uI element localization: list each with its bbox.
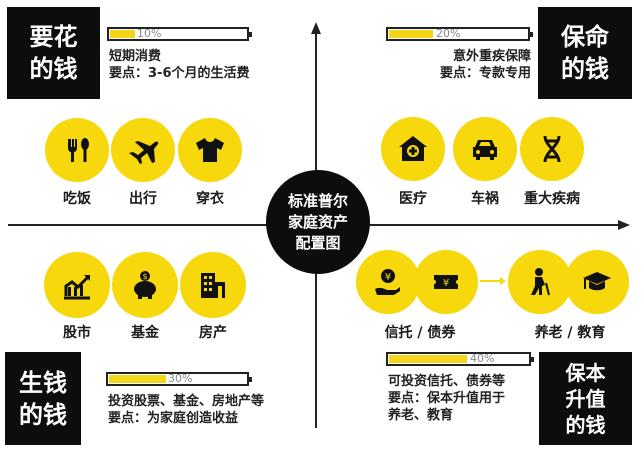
progress-fill xyxy=(109,375,166,383)
item-label: 信托 / 债券 xyxy=(384,325,456,341)
progress-fill xyxy=(110,30,135,38)
dna-icon xyxy=(520,117,584,181)
item-label: 出行 xyxy=(129,191,157,207)
title-line: 配置图 xyxy=(295,233,341,252)
fork-spoon-icon xyxy=(45,118,109,182)
progress-fill xyxy=(389,355,467,363)
elderly-icon xyxy=(508,250,572,314)
description: 投资股票、基金、房地产等 要点：为家庭创造收益 xyxy=(108,393,264,427)
box-label: 的钱 xyxy=(29,55,78,83)
item-label: 吃饭 xyxy=(63,191,91,207)
preserve-value-money-box: 保本升值的钱 xyxy=(539,352,632,445)
item-label: 车祸 xyxy=(471,191,499,207)
box-label: 要花 xyxy=(29,23,78,51)
yen-ticket-icon: ¥ xyxy=(414,250,478,314)
progress-bar-20: 20% xyxy=(386,27,533,41)
description: 短期消费 要点：3-6个月的生活费 xyxy=(109,48,250,82)
percent-label: 40% xyxy=(470,352,495,365)
box-label: 的钱 xyxy=(19,400,67,429)
description: 意外重疾保障 要点：专款专用 xyxy=(440,48,531,82)
description: 可投资信托、债券等 要点：保本升值用于 养老、教育 xyxy=(388,373,505,424)
title-line: 标准普尔 xyxy=(287,191,348,210)
progress-fill xyxy=(389,30,433,38)
item-label: 基金 xyxy=(131,325,159,341)
box-label: 生钱 xyxy=(19,368,67,397)
car-icon xyxy=(453,117,517,181)
spending-money-box: 要花的钱 xyxy=(7,7,100,99)
svg-text:¥: ¥ xyxy=(385,272,391,283)
yen-hand-icon: ¥ xyxy=(356,250,420,314)
box-label: 保命 xyxy=(561,23,609,51)
box-label: 保本 xyxy=(565,360,606,385)
growth-money-box: 生钱的钱 xyxy=(5,352,81,445)
desc-line: 可投资信托、债券等 xyxy=(388,374,506,389)
desc-line: 要点：为家庭创造收益 xyxy=(108,411,239,426)
item-label: 股市 xyxy=(63,325,91,341)
percent-label: 10% xyxy=(137,27,162,40)
progress-bar-10: 10% xyxy=(107,27,252,41)
progress-bar-40: 40% xyxy=(386,352,534,366)
title-line: 家庭资产 xyxy=(287,212,348,231)
graduation-cap-icon xyxy=(565,250,629,314)
item-label: 穿衣 xyxy=(196,191,224,207)
right-arrow-icon xyxy=(618,220,630,230)
item-label: 房产 xyxy=(199,325,227,341)
svg-text:¥: ¥ xyxy=(443,278,449,289)
desc-line: 投资股票、基金、房地产等 xyxy=(108,394,265,409)
box-label: 的钱 xyxy=(561,55,609,83)
protection-money-box: 保命的钱 xyxy=(538,7,632,99)
percent-label: 30% xyxy=(168,372,193,385)
shirt-icon xyxy=(178,118,242,182)
item-label: 重大疾病 xyxy=(524,191,580,207)
item-label: 养老 / 教育 xyxy=(534,325,606,341)
percent-label: 20% xyxy=(436,27,461,40)
up-arrow-icon xyxy=(311,22,321,34)
desc-line: 要点：专款专用 xyxy=(439,66,531,81)
piggy-bank-icon: $ xyxy=(112,252,178,318)
center-title: 标准普尔 家庭资产 配置图 xyxy=(266,170,370,274)
arrow-right-icon xyxy=(480,277,506,285)
stock-chart-icon xyxy=(44,252,110,318)
desc-line: 短期消费 xyxy=(109,49,162,64)
desc-line: 养老、教育 xyxy=(388,408,454,423)
airplane-icon xyxy=(111,118,175,182)
hospital-icon xyxy=(381,117,445,181)
progress-bar-30: 30% xyxy=(106,372,252,386)
item-label: 医疗 xyxy=(399,191,427,207)
desc-line: 意外重疾保障 xyxy=(452,49,531,64)
building-icon xyxy=(180,252,246,318)
desc-line: 要点：保本升值用于 xyxy=(388,391,506,406)
svg-text:$: $ xyxy=(142,272,147,281)
box-label: 的钱 xyxy=(565,412,606,437)
box-label: 升值 xyxy=(565,386,606,411)
desc-line: 要点：3-6个月的生活费 xyxy=(109,66,250,81)
